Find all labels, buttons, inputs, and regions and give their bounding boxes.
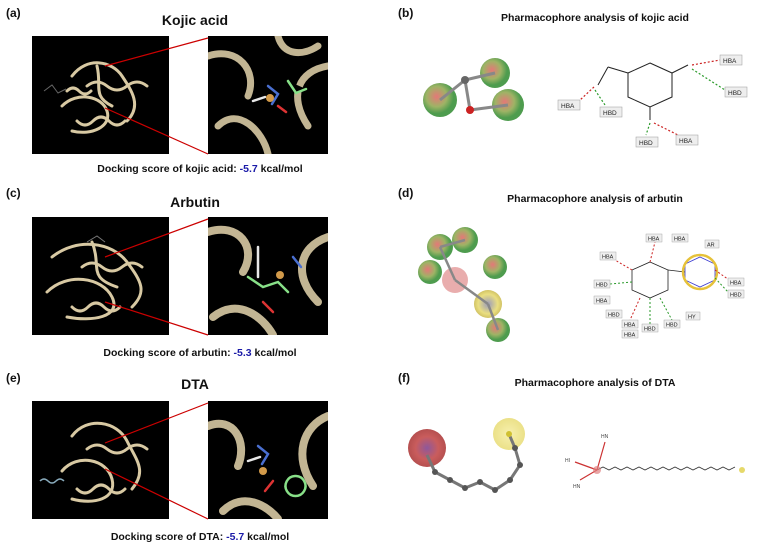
dta-pharmacophore-title: Pharmacophore analysis of DTA: [514, 377, 676, 389]
svg-text:HBA: HBA: [679, 138, 693, 145]
svg-text:HBA: HBA: [648, 237, 660, 243]
svg-text:HBA: HBA: [596, 299, 608, 305]
arbutin-binding-site-image: [208, 217, 328, 335]
svg-text:HBA: HBA: [674, 237, 686, 243]
label-hba: HBA: [723, 58, 737, 65]
svg-text:HBA: HBA: [561, 103, 575, 110]
dta-binding-site-image: [208, 401, 328, 519]
kojic-pharmacophore-title: Pharmacophore analysis of kojic acid: [501, 12, 689, 24]
svg-text:HBA: HBA: [624, 323, 636, 329]
dta-zoom-lines: [104, 402, 209, 520]
svg-text:HBA: HBA: [730, 281, 742, 287]
dta-score-value: -5.7: [226, 531, 245, 543]
svg-text:HBD: HBD: [666, 323, 678, 329]
svg-text:HBA: HBA: [602, 255, 614, 261]
arbutin-docking-score: Docking score of arbutin: -5.3 kcal/mol: [103, 347, 297, 359]
dta-title: DTA: [181, 376, 209, 392]
panel-label-b: (b): [398, 6, 414, 20]
arbutin-title: Arbutin: [170, 194, 220, 210]
svg-text:HI: HI: [565, 458, 570, 464]
svg-text:HBD: HBD: [603, 110, 617, 117]
svg-text:HBD: HBD: [596, 283, 608, 289]
svg-text:HBD: HBD: [728, 90, 742, 97]
arbutin-pharmacophore-figure: HBA HBA AR HBA HBD HBA HBD HBA HBA HBD H…: [410, 212, 750, 347]
svg-text:HBD: HBD: [608, 313, 620, 319]
svg-text:HY: HY: [688, 315, 696, 321]
dta-pharmacophore-figure: HN HI HN: [405, 410, 750, 520]
svg-text:HBD: HBD: [639, 140, 653, 147]
svg-text:HBD: HBD: [730, 293, 742, 299]
svg-text:AR: AR: [707, 243, 715, 249]
panel-label-f: (f): [398, 371, 410, 385]
arbutin-score-value: -5.3: [233, 347, 252, 359]
svg-text:HN: HN: [573, 484, 581, 490]
arbutin-protein-overview-image: [32, 217, 169, 335]
dta-docking-score: Docking score of DTA: -5.7 kcal/mol: [110, 531, 290, 543]
panel-label-e: (e): [6, 371, 21, 385]
kojic-protein-overview-image: [32, 36, 169, 154]
kojic-pharmacophore-figure: HBA HBD HBA HBD HBD HBA: [410, 45, 750, 155]
kojic-docking-score: Docking score of kojic acid: -5.7 kcal/m…: [97, 163, 303, 175]
kojic-acid-title: Kojic acid: [161, 12, 229, 28]
svg-text:HBD: HBD: [644, 327, 656, 333]
kojic-binding-site-image: [208, 36, 328, 154]
dta-protein-overview-image: [32, 401, 169, 519]
svg-text:HN: HN: [601, 434, 609, 440]
arbutin-pharmacophore-title: Pharmacophore analysis of arbutin: [507, 193, 683, 205]
kojic-zoom-lines: [104, 37, 209, 155]
svg-text:HBA: HBA: [624, 333, 636, 339]
panel-label-a: (a): [6, 6, 21, 20]
panel-label-d: (d): [398, 186, 414, 200]
panel-label-c: (c): [6, 186, 21, 200]
arbutin-zoom-lines: [104, 218, 209, 336]
kojic-score-value: -5.7: [239, 163, 258, 175]
